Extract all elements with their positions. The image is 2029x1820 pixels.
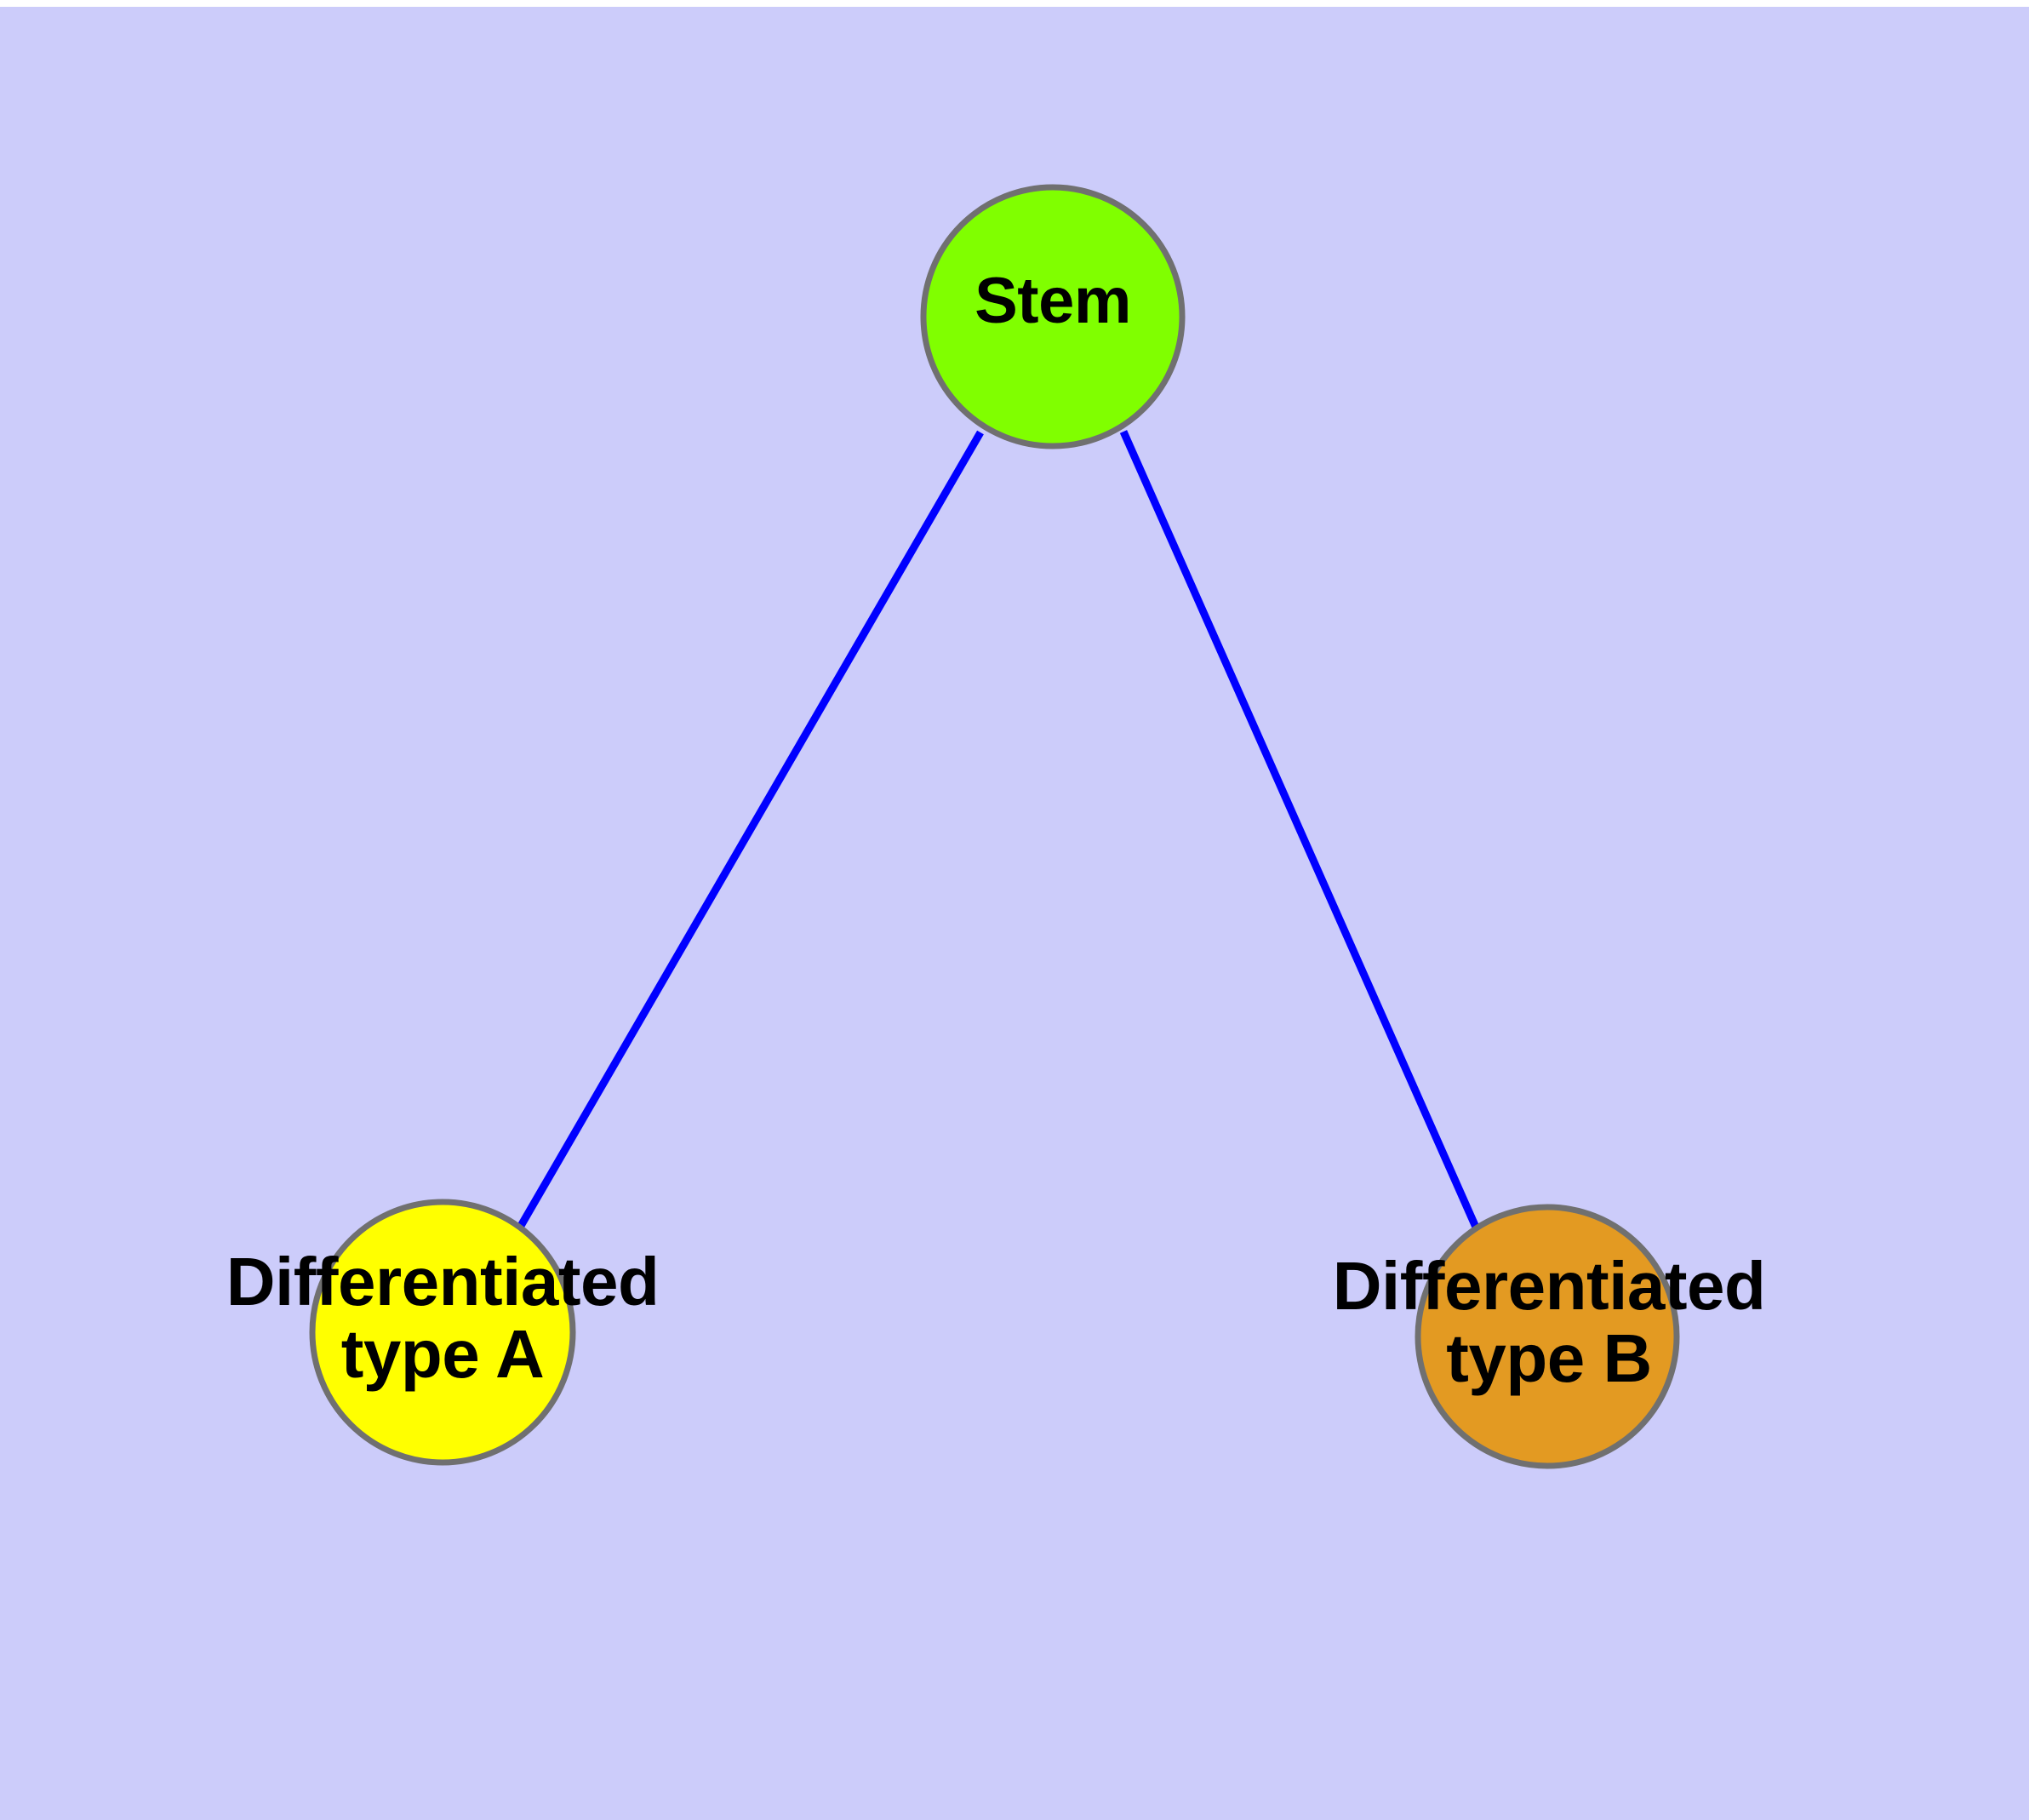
node-stem[interactable] (920, 184, 1186, 449)
node-layer (309, 184, 1680, 1469)
node-differentiated-type-a[interactable] (309, 1199, 576, 1466)
edge-stem-to-differentiated-type-a[interactable] (517, 430, 984, 1228)
edge-layer (517, 430, 1482, 1233)
node-differentiated-type-b[interactable] (1415, 1204, 1680, 1469)
edge-stem-to-differentiated-type-b[interactable] (1119, 430, 1482, 1233)
